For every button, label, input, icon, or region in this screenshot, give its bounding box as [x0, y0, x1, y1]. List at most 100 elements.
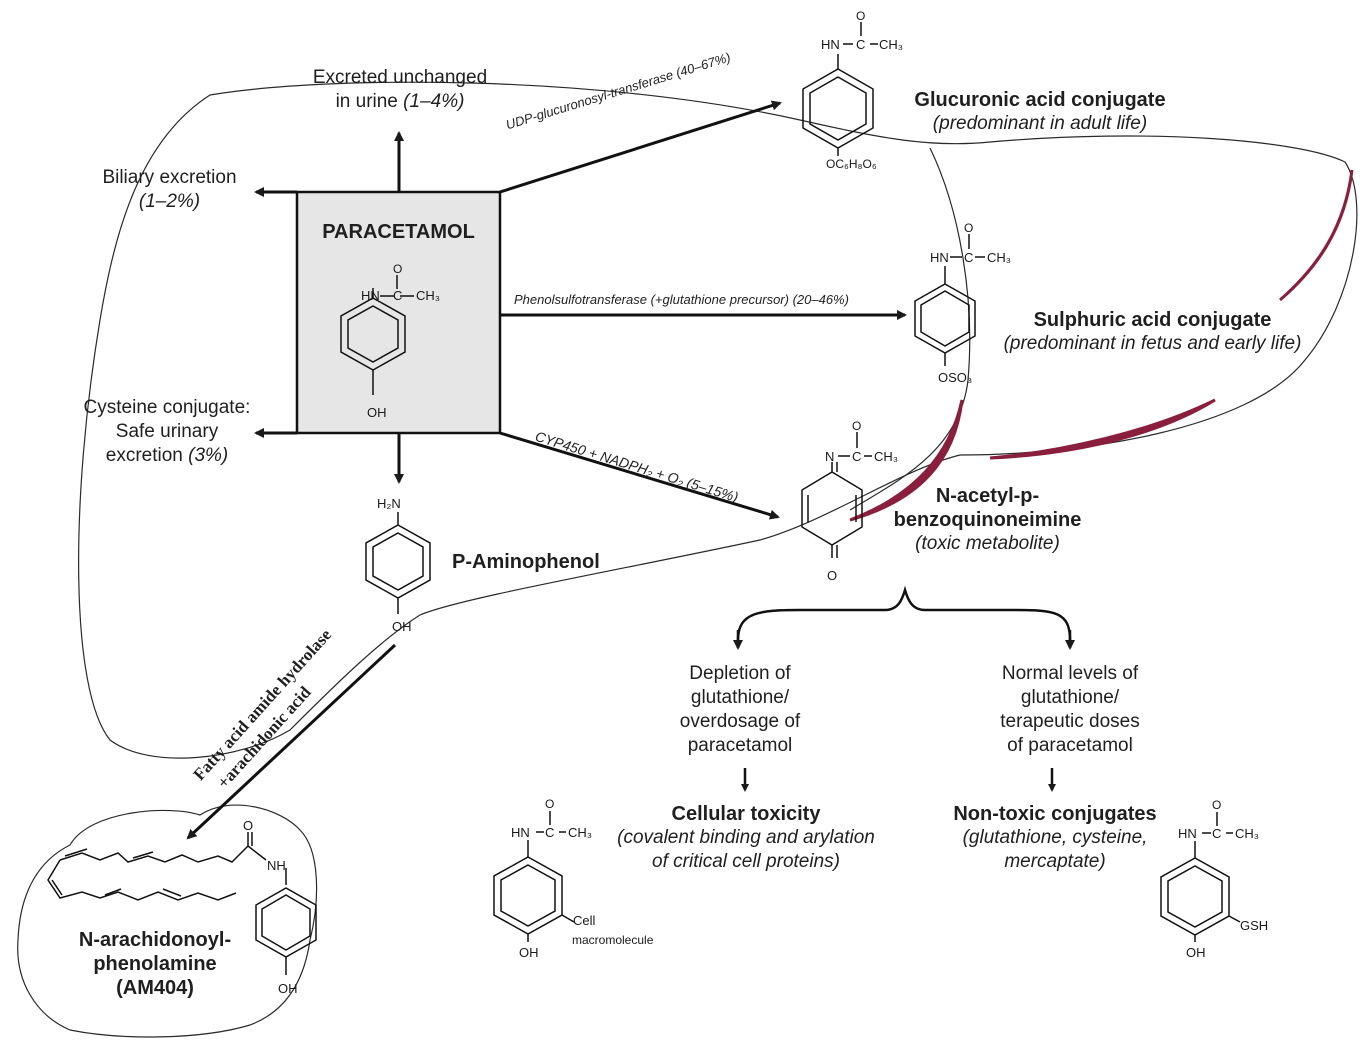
cysteine-line3: excretion (3%) [62, 444, 272, 468]
paracetamol-oh: OH [367, 405, 387, 420]
am404-nh: NH [267, 858, 286, 873]
liver-inner-lobe [849, 147, 971, 511]
napqi-o-bottom: O [827, 568, 837, 583]
glucuronide-o: O [856, 9, 865, 23]
phenol-enzyme-label: Phenolsulfotransferase (+glutathione pre… [514, 292, 849, 307]
am404-oh: OH [278, 981, 298, 996]
depletion-line3: overdosage of [679, 711, 801, 732]
sulphate-hn: HN [930, 250, 949, 265]
toxicity-note1: (covalent binding and arylation [617, 827, 875, 848]
nontoxic-title: Non-toxic conjugates [953, 803, 1157, 825]
cysteine-line3-prefix: excretion [105, 445, 189, 466]
am404-structure [47, 832, 317, 975]
brain-outline [17, 804, 318, 1038]
glucuronide-structure [802, 22, 878, 156]
adduct-cell: Cell [573, 913, 596, 928]
paracetamol-title: PARACETAMOL [322, 221, 475, 243]
gsh-c: C [1212, 826, 1221, 841]
adduct-o: O [545, 797, 554, 811]
liver-accent-3 [849, 399, 964, 522]
am404-line1: N-arachidonoyl- [78, 929, 232, 951]
biliary-line1: Biliary excretion [102, 167, 237, 188]
am404-line3: (AM404) [116, 977, 194, 999]
arrow-napqi [499, 431, 780, 520]
excreted-line2: in urine (1–4%) [290, 90, 510, 114]
adduct-ch3: CH₃ [568, 825, 592, 840]
sulphate-c: C [964, 250, 973, 265]
nontoxic-note2: mercaptate) [1004, 851, 1106, 872]
gsh-structure [1160, 812, 1241, 942]
sulphate-o: O [964, 221, 973, 235]
cysteine-line3-pct: (3%) [188, 445, 229, 466]
normal-line4: of paracetamol [1007, 735, 1133, 756]
napqi-o-top: O [852, 419, 861, 433]
liver-outline [78, 81, 1358, 759]
normal-line2: glutathione/ [1020, 687, 1120, 708]
gsh-ch3: CH₃ [1235, 826, 1259, 841]
adduct-oh: OH [519, 945, 539, 960]
sulphate-structure [914, 234, 985, 366]
gsh-o: O [1212, 798, 1221, 812]
biliary-line2: (1–2%) [138, 191, 201, 212]
nontoxic-label: Non-toxic conjugates (glutathione, cyste… [935, 802, 1175, 874]
glucuronide-c: C [856, 37, 865, 52]
depletion-line1: Depletion of [689, 663, 791, 684]
aminophenol-structure [365, 512, 431, 614]
am404-label: N-arachidonoyl- phenolamine (AM404) [55, 928, 255, 1000]
aminophenol-label: P-Aminophenol [452, 551, 600, 573]
cysteine-label: Cysteine conjugate: Safe urinary excreti… [62, 396, 272, 468]
normal-label: Normal levels of glutathione/ terapeutic… [965, 662, 1175, 758]
glucuronide-hn: HN [821, 37, 840, 52]
napqi-line1: N-acetyl-p- [935, 485, 1040, 507]
glucuronic-note: (predominant in adult life) [932, 113, 1148, 134]
gsh-hn: HN [1178, 826, 1197, 841]
cysteine-line2: Safe urinary [115, 421, 219, 442]
glucuronic-label: Glucuronic acid conjugate (predominant i… [885, 88, 1195, 136]
am404-o: O [243, 818, 253, 833]
arrow-glucuronic [499, 100, 782, 194]
aminophenol-oh: OH [392, 619, 412, 634]
sulphuric-label: Sulphuric acid conjugate (predominant in… [995, 308, 1310, 356]
am404-line2: phenolamine [93, 953, 217, 975]
adduct-macromolecule: macromolecule [572, 933, 654, 947]
normal-line3: terapeutic doses [1000, 711, 1140, 732]
paracetamol-o: O [393, 262, 402, 276]
napqi-note: (toxic metabolite) [915, 533, 1060, 554]
excreted-line1: Excreted unchanged [312, 67, 488, 88]
cysteine-line1: Cysteine conjugate: [83, 397, 251, 418]
napqi-c: C [852, 449, 861, 464]
liver-accent-1 [1279, 169, 1354, 302]
glucuronic-name: Glucuronic acid conjugate [914, 89, 1166, 111]
toxicity-note2: of critical cell proteins) [652, 851, 840, 872]
paracetamol-hn: HN [361, 288, 380, 303]
sulphuric-name: Sulphuric acid conjugate [1033, 309, 1272, 331]
excreted-line2-prefix: in urine [335, 91, 404, 112]
depletion-line4: paracetamol [687, 735, 793, 756]
normal-line1: Normal levels of [1001, 663, 1139, 684]
gsh-label: GSH [1240, 918, 1268, 933]
paracetamol-ch3: CH₃ [416, 288, 440, 303]
nontoxic-note1: (glutathione, cysteine, [962, 827, 1148, 848]
paracetamol-structure [340, 275, 414, 395]
napqi-n: N [825, 449, 834, 464]
toxicity-title: Cellular toxicity [671, 803, 821, 825]
napqi-line2: benzoquinoneimine [893, 509, 1082, 531]
napqi-label: N-acetyl-p- benzoquinoneimine (toxic met… [880, 484, 1095, 556]
glucuronide-ch3: CH₃ [879, 37, 903, 52]
depletion-label: Depletion of glutathione/ overdosage of … [640, 662, 840, 758]
gsh-oh: OH [1186, 945, 1206, 960]
excreted-line2-pct: (1–4%) [403, 91, 465, 112]
sulphate-substituent: OSO₃ [938, 370, 972, 385]
napqi-structure [801, 432, 872, 558]
paracetamol-c: C [393, 288, 402, 303]
arrow-am404 [186, 643, 397, 840]
depletion-line2: glutathione/ [690, 687, 790, 708]
adduct-structure [493, 811, 575, 942]
adduct-c: C [545, 825, 554, 840]
glucuronide-substituent: OC₆H₈O₆ [826, 157, 877, 171]
excreted-label: Excreted unchanged in urine (1–4%) [290, 66, 510, 114]
branch-brace [736, 585, 1072, 641]
liver-accent-2 [989, 398, 1216, 460]
